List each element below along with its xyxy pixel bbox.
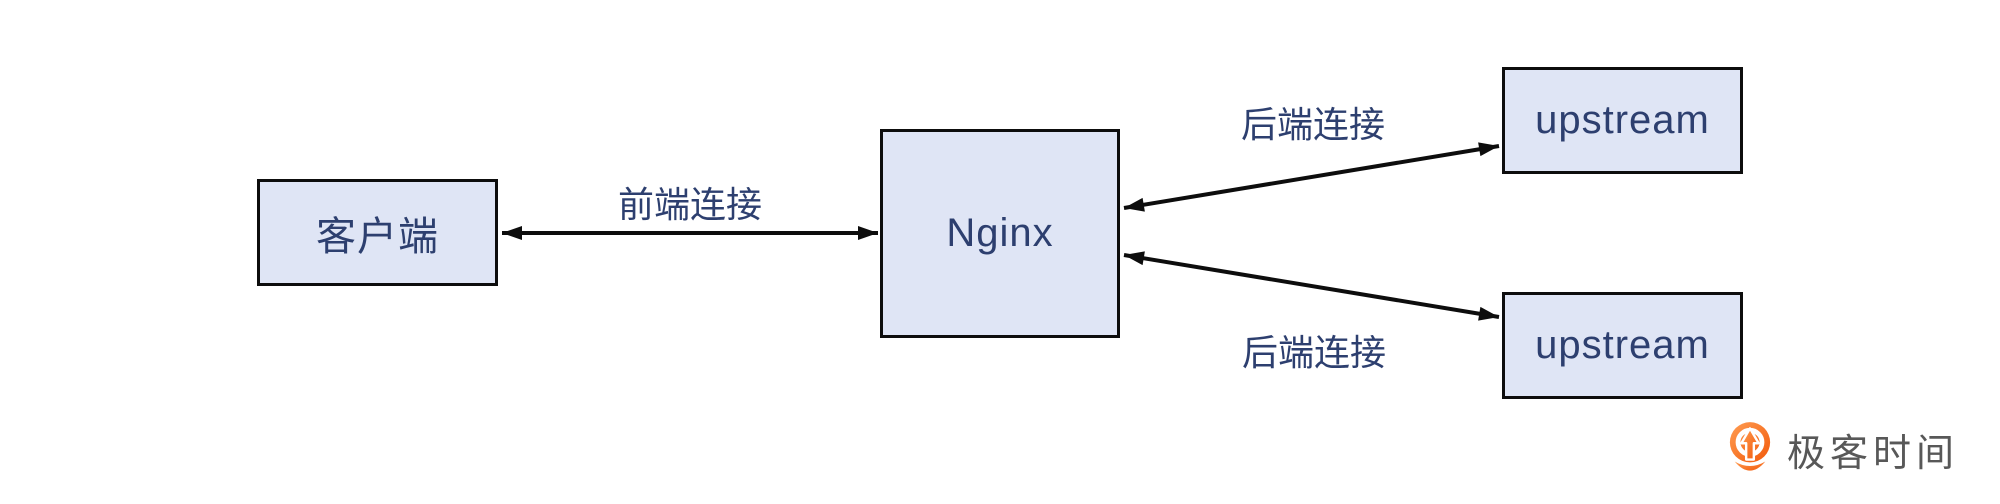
node-upstream-2-label: upstream — [1535, 323, 1710, 367]
node-nginx-label: Nginx — [946, 211, 1054, 255]
logo-up-arrow — [1740, 427, 1760, 461]
edge-label-frontend-connection: 前端连接 — [617, 184, 763, 225]
arrow-backend-connection-bottom — [1123, 251, 1500, 321]
geektime-logo-text: 极客时间 — [1787, 432, 1960, 475]
edge-label-backend-connection-bottom: 后端连接 — [1241, 332, 1387, 373]
node-nginx: Nginx — [880, 129, 1120, 338]
geektime-logo-icon — [1729, 422, 1771, 471]
logo-pin-tail — [1734, 461, 1766, 471]
node-upstream-1: upstream — [1502, 67, 1743, 174]
node-upstream-1-label: upstream — [1535, 98, 1710, 142]
node-client: 客户端 — [257, 179, 498, 286]
arrow-backend-connection-top — [1123, 142, 1500, 212]
geektime-logo: 极客时间 — [1727, 420, 1959, 478]
node-client-label: 客户端 — [316, 214, 439, 259]
edge-label-backend-connection-top: 后端连接 — [1240, 104, 1386, 145]
node-upstream-2: upstream — [1502, 292, 1743, 399]
